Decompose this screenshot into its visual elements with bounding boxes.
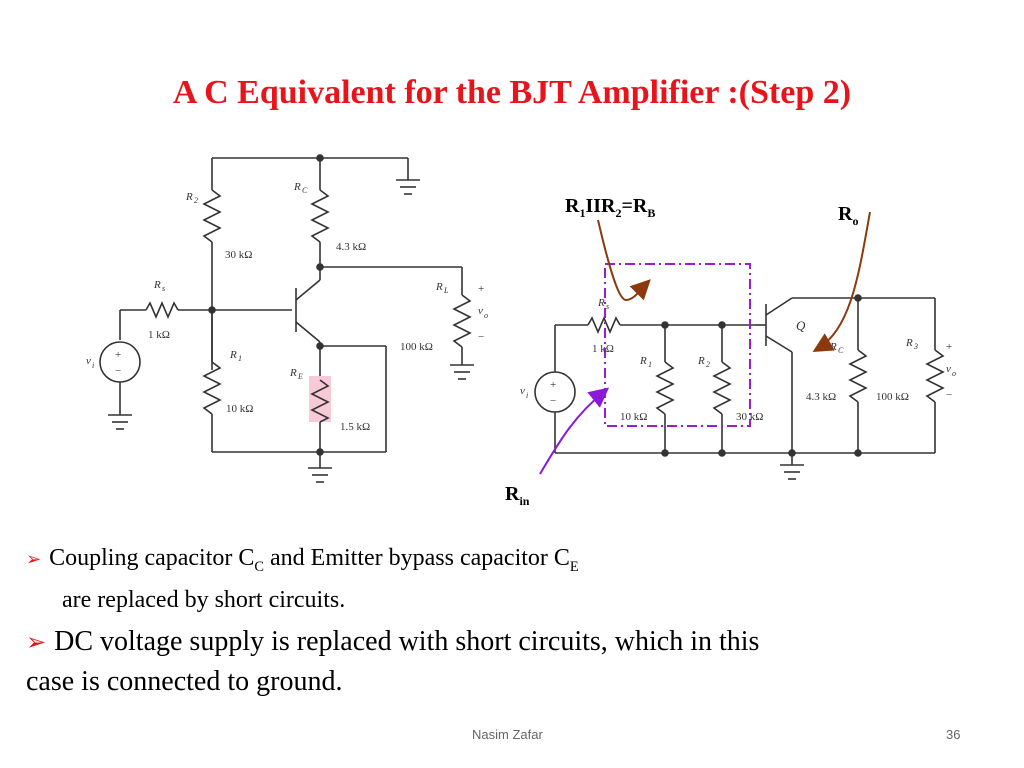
right-circuit-labels: + − v i R s 1 kΩ R 1 10 kΩ R 2 30 kΩ Q R… [520,297,956,423]
vo-sub-right: o [952,369,956,378]
bullet-arrow-icon: ➢ [26,630,47,656]
vi-minus-left: − [115,365,121,377]
left-circuit-labels: + − v i R 2 30 kΩ R C 4.3 kΩ R s 1 kΩ R … [86,181,488,433]
rc-value-left: 4.3 kΩ [336,241,366,253]
rs-sub-left: s [162,284,165,293]
rb-arrow [597,219,651,302]
r2-name-right: R [697,355,705,367]
slide-title: A C Equivalent for the BJT Amplifier :(S… [172,74,852,111]
ro-arrow [812,211,871,353]
ro-label: Ro [838,203,858,228]
vi-label-right: v [520,385,525,397]
rl-name-right: R [905,337,913,349]
vi-label-left: v [86,355,91,367]
r1-sub-right: 1 [648,360,652,369]
bullet-2-continuation: case is connected to ground. [26,666,343,697]
footer-author: Nasim Zafar [472,727,543,742]
rin-arrow [539,387,610,475]
r2-value-left: 30 kΩ [225,249,252,261]
bullet-1-continuation: are replaced by short circuits. [62,587,346,613]
bullet-arrow-icon: ➢ [26,549,42,569]
r2-value-right: 30 kΩ [736,411,763,423]
vo-minus-left: − [478,331,484,343]
dashed-rb-box [604,263,751,427]
bullet-1-prefix: Coupling capacitor C [49,545,255,571]
rs-value-right: 1 kΩ [592,343,614,355]
left-circuit [99,154,474,483]
right-circuit [534,294,945,480]
vi-plus-left: + [115,349,121,361]
vi-sub-left: i [92,361,94,370]
vi-plus-right: + [550,379,556,391]
rs-sub-right: s [606,302,609,311]
r1-name-left: R [229,349,237,361]
vo-sub-left: o [484,311,488,320]
q-label-right: Q [796,318,806,333]
rc-sub-left: C [302,186,308,195]
r1-name-right: R [639,355,647,367]
rl-name-left: R [435,281,443,293]
rc-name-left: R [293,181,301,193]
r1-value-left: 10 kΩ [226,403,253,415]
annotation-labels: R1IIR2=RB Ro Rin [505,195,858,508]
rl-value-left: 100 kΩ [400,341,433,353]
bullet-1-mid: and Emitter bypass capacitor C [264,545,570,571]
bullet-2: ➢ DC voltage supply is replaced with shor… [26,626,759,658]
rc-name-right: R [829,341,837,353]
rc-sub-right: C [838,346,844,355]
re-value-left: 1.5 kΩ [340,421,370,433]
bullet-1-sub1: C [254,558,264,575]
bullet-1: ➢ Coupling capacitor CC and Emitter bypas… [26,545,579,576]
vo-label-right: v [946,363,951,375]
rs-value-left: 1 kΩ [148,329,170,341]
r2-name-left: R [185,191,193,203]
re-sub-left: E [297,372,303,381]
r2-sub-right: 2 [706,360,710,369]
bullet-1-sub2: E [569,558,579,575]
rb-label: R1IIR2=RB [565,195,655,220]
rs-name-right: R [597,297,605,309]
rc-value-right: 4.3 kΩ [806,391,836,403]
rl-sub-right: 3 [913,342,918,351]
vo-minus-right: − [946,389,952,401]
circuit-diagram: + − v i R 2 30 kΩ R C 4.3 kΩ R s 1 kΩ R … [86,154,956,508]
rl-value-right: 100 kΩ [876,391,909,403]
rin-label: Rin [505,483,530,508]
page-number: 36 [946,727,961,742]
re-name-left: R [289,367,297,379]
bullet-2-text: DC voltage supply is replaced with short… [54,626,760,657]
vo-plus-left: + [478,283,484,295]
vo-plus-right: + [946,341,952,353]
r1-value-right: 10 kΩ [620,411,647,423]
rs-name-left: R [153,279,161,291]
vo-label-left: v [478,305,483,317]
rl-sub-left: L [443,286,449,295]
r1-sub-left: 1 [238,354,242,363]
r2-sub-left: 2 [194,196,198,205]
vi-minus-right: − [550,395,556,407]
vi-sub-right: i [526,391,528,400]
